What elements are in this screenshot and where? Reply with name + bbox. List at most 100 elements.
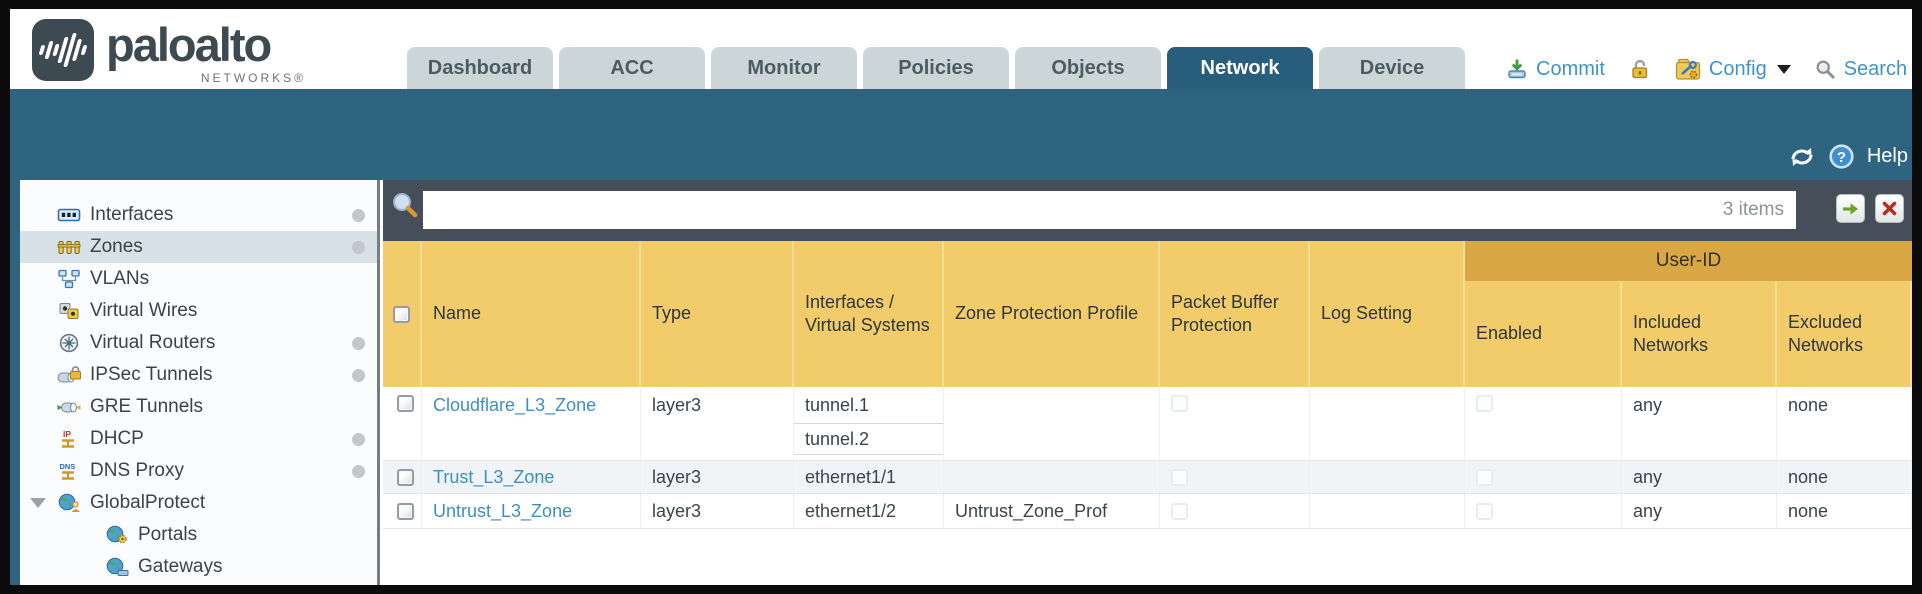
sidebar-item-virtual-wires[interactable]: Virtual Wires <box>20 295 377 327</box>
config-caret-icon[interactable] <box>1776 64 1791 74</box>
globalprotect-icon <box>58 493 80 512</box>
lock-icon[interactable] <box>1629 58 1651 80</box>
packet-buffer-checkbox[interactable] <box>1171 468 1188 486</box>
column-header-zone-protection-profile[interactable]: Zone Protection Profile <box>944 241 1160 387</box>
sidebar-item-label: DNS Proxy <box>90 460 184 481</box>
cell-user-id-enabled <box>1465 387 1622 460</box>
cell-packet-buffer-protection <box>1160 461 1310 493</box>
column-header-packet-buffer-protection[interactable]: Packet Buffer Protection <box>1160 241 1310 387</box>
tab-network[interactable]: Network <box>1167 47 1313 89</box>
column-header-included-networks[interactable]: Included Networks <box>1622 241 1777 387</box>
sidebar-item-interfaces[interactable]: Interfaces <box>20 199 377 231</box>
tab-monitor[interactable]: Monitor <box>711 47 857 89</box>
sidebar-item-virtual-routers[interactable]: Virtual Routers <box>20 327 377 359</box>
sidebar-item-globalprotect[interactable]: GlobalProtect <box>20 487 377 519</box>
search-button[interactable]: Search <box>1843 57 1908 80</box>
group-header-user-id: User-ID <box>1465 241 1912 281</box>
sidebar-item-label: Portals <box>138 524 198 545</box>
main-content: 3 items User-ID Name <box>383 180 1912 585</box>
row-checkbox[interactable] <box>397 395 414 412</box>
sidebar-item-zones[interactable]: Zones <box>20 231 377 263</box>
help-button[interactable]: Help <box>1866 145 1908 167</box>
vlans-icon <box>58 269 80 289</box>
dhcp-icon: IP <box>62 429 74 448</box>
sidebar-item-label: GlobalProtect <box>90 492 206 513</box>
main-nav-tabs: Dashboard ACC Monitor Policies Objects N… <box>407 47 1465 89</box>
packet-buffer-checkbox[interactable] <box>1171 395 1188 412</box>
left-edge-strip <box>10 180 20 585</box>
portals-icon <box>106 525 127 544</box>
zone-name-link[interactable]: Trust_L3_Zone <box>433 466 555 487</box>
ipsec-tunnels-icon <box>57 366 81 383</box>
filter-search-icon <box>393 193 418 218</box>
clear-filter-button[interactable] <box>1875 194 1904 223</box>
refresh-icon[interactable] <box>1788 145 1816 169</box>
zone-name-link[interactable]: Untrust_L3_Zone <box>433 500 573 521</box>
sidebar-item-dhcp[interactable]: IP DHCP <box>20 423 377 455</box>
table-row: Cloudflare_L3_Zone layer3 tunnel.1 tunne… <box>383 387 1912 461</box>
cell-interfaces: ethernet1/2 <box>794 494 944 528</box>
tab-dashboard[interactable]: Dashboard <box>407 47 553 89</box>
cell-included-networks: any <box>1622 494 1777 528</box>
search-icon <box>1816 59 1835 79</box>
cell-log-setting <box>1310 461 1465 493</box>
row-checkbox[interactable] <box>397 502 414 520</box>
interface-entry: tunnel.2 <box>794 424 943 455</box>
help-icon[interactable]: ? <box>1828 143 1855 170</box>
brand-name: paloalto <box>106 18 272 71</box>
cell-name: Trust_L3_Zone <box>422 461 641 493</box>
svg-text:?: ? <box>1837 149 1846 166</box>
sub-header-bar: ? Help <box>10 89 1912 180</box>
packet-buffer-checkbox[interactable] <box>1171 502 1188 520</box>
cell-packet-buffer-protection <box>1160 494 1310 528</box>
header-checkbox-cell <box>383 241 422 387</box>
cell-log-setting <box>1310 494 1465 528</box>
column-header-type[interactable]: Type <box>641 241 794 387</box>
filter-bar: 3 items <box>383 180 1912 241</box>
tab-device[interactable]: Device <box>1319 47 1465 89</box>
sidebar-item-ipsec-tunnels[interactable]: IPSec Tunnels <box>20 359 377 391</box>
top-bar: paloalto NETWORKS® Dashboard ACC Monitor… <box>10 9 1912 89</box>
cell-zone-protection-profile: Untrust_Zone_Prof <box>944 494 1160 528</box>
status-dot <box>352 240 365 254</box>
tab-acc[interactable]: ACC <box>559 47 705 89</box>
sidebar-item-dns-proxy[interactable]: DNS DNS Proxy <box>20 455 377 487</box>
commit-button[interactable]: Commit <box>1536 57 1605 80</box>
sidebar-item-label: Virtual Routers <box>90 332 216 353</box>
user-id-enabled-checkbox[interactable] <box>1476 468 1493 486</box>
paloalto-logo-icon <box>32 19 94 81</box>
filter-field: 3 items <box>423 191 1796 229</box>
tab-policies[interactable]: Policies <box>863 47 1009 89</box>
column-header-log-setting[interactable]: Log Setting <box>1310 241 1465 387</box>
tab-objects[interactable]: Objects <box>1015 47 1161 89</box>
sidebar-item-label: DHCP <box>90 428 144 449</box>
row-checkbox-cell <box>383 461 422 493</box>
config-button[interactable]: Config <box>1708 57 1767 80</box>
row-checkbox[interactable] <box>397 468 414 486</box>
sidebar-item-portals[interactable]: Portals <box>20 519 377 551</box>
expander-icon[interactable] <box>30 498 46 508</box>
filter-input[interactable] <box>423 191 1723 229</box>
sidebar-item-label: VLANs <box>90 268 150 289</box>
status-dot <box>352 368 365 382</box>
column-header-excluded-networks[interactable]: Excluded Networks <box>1777 241 1912 387</box>
apply-filter-button[interactable] <box>1836 194 1865 223</box>
column-header-name[interactable]: Name <box>422 241 641 387</box>
cell-included-networks: any <box>1622 387 1777 460</box>
user-id-enabled-checkbox[interactable] <box>1476 395 1493 412</box>
sidebar-item-vlans[interactable]: VLANs <box>20 263 377 295</box>
svg-text:IP: IP <box>63 429 71 439</box>
sidebar-item-gre-tunnels[interactable]: GRE Tunnels <box>20 391 377 423</box>
zone-name-link[interactable]: Cloudflare_L3_Zone <box>433 395 597 415</box>
cell-zone-protection-profile <box>944 387 1160 460</box>
top-action-bar: Commit Config Search <box>1506 53 1907 85</box>
sidebar-item-gateways[interactable]: Gateways <box>20 551 377 583</box>
cell-log-setting <box>1310 387 1465 460</box>
select-all-checkbox[interactable] <box>393 305 410 323</box>
cell-type: layer3 <box>641 494 794 528</box>
column-header-enabled[interactable]: Enabled <box>1465 241 1622 387</box>
commit-icon <box>1508 59 1526 79</box>
user-id-enabled-checkbox[interactable] <box>1476 502 1493 520</box>
column-header-interfaces[interactable]: Interfaces / Virtual Systems <box>794 241 944 387</box>
cell-name: Untrust_L3_Zone <box>422 494 641 528</box>
